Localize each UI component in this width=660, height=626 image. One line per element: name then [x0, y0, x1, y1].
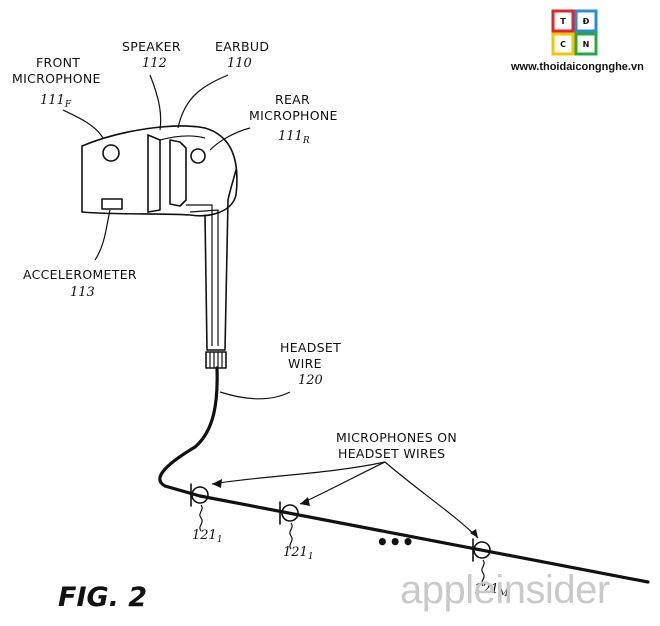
rear-mic-label-2: MICROPHONE	[249, 108, 338, 123]
rear-mic-label-1: REAR	[275, 92, 310, 107]
earbud-body	[81, 125, 238, 369]
logo-letter-4: N	[583, 40, 590, 49]
front-mic-label-2: MICROPHONE	[12, 71, 101, 86]
ellipsis: •••	[376, 530, 414, 554]
leader-lines	[62, 74, 479, 539]
wire-mic-2-icon	[281, 504, 299, 522]
rear-mic-ref: 111R	[278, 129, 310, 146]
earbud-ref: 110	[227, 56, 252, 71]
wire-mic-3-icon	[473, 541, 491, 559]
logo-letter-2: Đ	[583, 17, 590, 26]
mics-on-wires-label-1: MICROPHONES ON	[336, 430, 457, 445]
rear-microphone-icon	[190, 148, 206, 164]
headset-wire	[158, 366, 650, 584]
mics-on-wires-label-2: HEADSET WIRES	[338, 446, 445, 461]
site-url: www.thoidaicongnghe.vn	[510, 61, 644, 73]
wire-mic-1-icon	[191, 486, 209, 504]
accelerometer-icon	[101, 198, 123, 210]
appleinsider-watermark: appleinsider	[400, 568, 610, 612]
wire-microphone-3	[472, 538, 491, 587]
headset-wire-ref: 120	[298, 373, 323, 388]
wire-mic-3-ref: 121M	[474, 582, 509, 599]
headset-wire-label-1: HEADSET	[280, 340, 341, 355]
speaker-label: SPEAKER	[122, 39, 181, 54]
accelerometer-label: ACCELEROMETER	[23, 267, 137, 282]
wire-mic-1-ref: 1211	[192, 528, 223, 545]
logo-letter-1: T	[560, 17, 566, 26]
accelerometer-ref: 113	[70, 285, 95, 300]
front-microphone-icon	[102, 144, 120, 162]
front-mic-ref: 111F	[40, 93, 72, 110]
earbud-label: EARBUD	[215, 39, 269, 54]
site-logo: T Đ C N	[551, 9, 598, 56]
logo-letter-3: C	[560, 40, 566, 49]
figure-caption: FIG. 2	[58, 582, 147, 613]
wire-microphone-2	[279, 501, 299, 550]
headset-wire-label-2: WIRE	[288, 356, 322, 371]
front-mic-label-1: FRONT	[36, 55, 80, 70]
speaker-ref: 112	[142, 56, 167, 71]
wire-mic-2-ref: 1211	[283, 545, 314, 562]
wire-microphone-1	[190, 483, 209, 532]
